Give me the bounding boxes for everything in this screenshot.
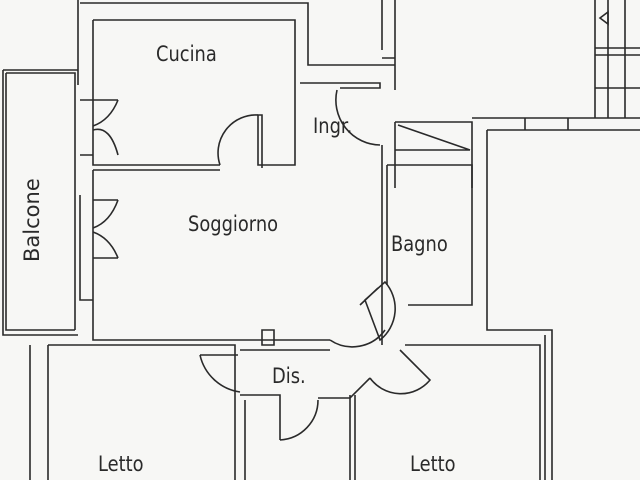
room-label-disimpegno: Dis. [272,364,306,388]
room-label-bagno: Bagno [391,232,448,256]
room-label-cucina: Cucina [156,42,217,66]
room-label-soggiorno: Soggiorno [188,212,279,236]
room-label-balcone: Balcone [20,178,44,262]
room-label-letto-right: Letto [410,452,456,476]
room-label-letto-left: Letto [98,452,144,476]
room-label-ingresso: Ingr. [313,114,353,138]
